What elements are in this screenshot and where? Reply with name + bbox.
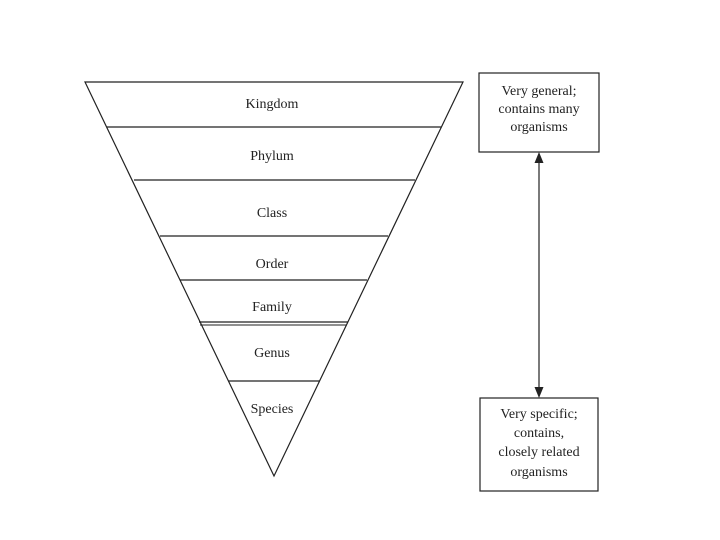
arrow-head-up-icon <box>534 152 544 163</box>
general-box-line-2: contains many <box>498 102 579 117</box>
level-label-species: Species <box>251 402 294 417</box>
arrow-head-down-icon <box>534 387 544 398</box>
specific-box-line-1: Very specific; <box>500 407 577 422</box>
specific-box-line-4: organisms <box>510 465 567 480</box>
specific-box-line-3: closely related <box>498 445 579 460</box>
level-label-order: Order <box>256 257 289 272</box>
level-label-family: Family <box>252 300 292 315</box>
general-box-line-1: Very general; <box>501 84 576 99</box>
level-label-class: Class <box>257 206 287 221</box>
specific-box-line-2: contains, <box>514 426 564 441</box>
level-label-phylum: Phylum <box>250 149 294 164</box>
level-label-genus: Genus <box>254 346 290 361</box>
level-label-kingdom: Kingdom <box>246 97 299 112</box>
general-box-line-3: organisms <box>510 120 567 135</box>
taxonomy-pyramid-outline <box>84 81 464 478</box>
